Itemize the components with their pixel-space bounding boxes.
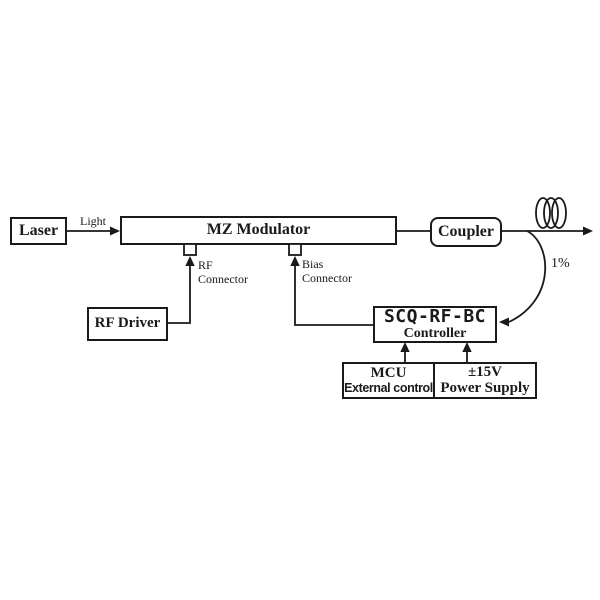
bias-connector-label: Bias Connector xyxy=(302,257,352,285)
laser-label: Laser xyxy=(18,221,59,239)
output-arrowhead xyxy=(583,226,593,236)
power-supply-title: ±15V xyxy=(467,363,503,380)
fiber-coil-icon xyxy=(535,197,567,229)
controller-title: SCQ-RF-BC xyxy=(383,305,487,327)
mz-modulator-label: MZ Modulator xyxy=(206,221,311,239)
coupler-label: Coupler xyxy=(438,222,494,240)
light-label: Light xyxy=(80,214,106,228)
mcu-title: MCU xyxy=(370,365,407,382)
mz-modulator-box: MZ Modulator xyxy=(120,216,397,245)
rf-connector-label-line1: RF xyxy=(198,258,213,272)
power-supply-subtitle: Power Supply xyxy=(440,379,530,396)
rf-connector-label-line2: Connector xyxy=(198,272,248,286)
bias-connector-label-line2: Connector xyxy=(302,271,352,285)
bias-connector-square xyxy=(288,243,302,256)
feedback-arrowhead xyxy=(499,317,509,327)
feedback-curve xyxy=(508,230,546,323)
rf-connector-square xyxy=(183,243,197,256)
mcu-box: MCU External control xyxy=(342,362,435,399)
controller-box: SCQ-RF-BC Controller xyxy=(373,306,497,343)
laser-box: Laser xyxy=(10,217,67,245)
rf-arrowhead xyxy=(185,256,195,266)
rf-drive-line xyxy=(168,266,191,324)
rf-driver-box: RF Driver xyxy=(87,307,168,341)
tap-ratio-label: 1% xyxy=(551,256,570,271)
coupler-box: Coupler xyxy=(430,217,502,247)
power-supply-box: ±15V Power Supply xyxy=(433,362,537,399)
rf-connector-label: RF Connector xyxy=(198,258,248,286)
rf-driver-label: RF Driver xyxy=(94,315,161,332)
mcu-arrowhead xyxy=(400,342,410,352)
power-arrowhead xyxy=(462,342,472,352)
controller-subtitle: Controller xyxy=(403,325,467,341)
bias-arrowhead xyxy=(290,256,300,266)
bias-connector-label-line1: Bias xyxy=(302,257,324,271)
mcu-subtitle: External control xyxy=(344,380,433,395)
